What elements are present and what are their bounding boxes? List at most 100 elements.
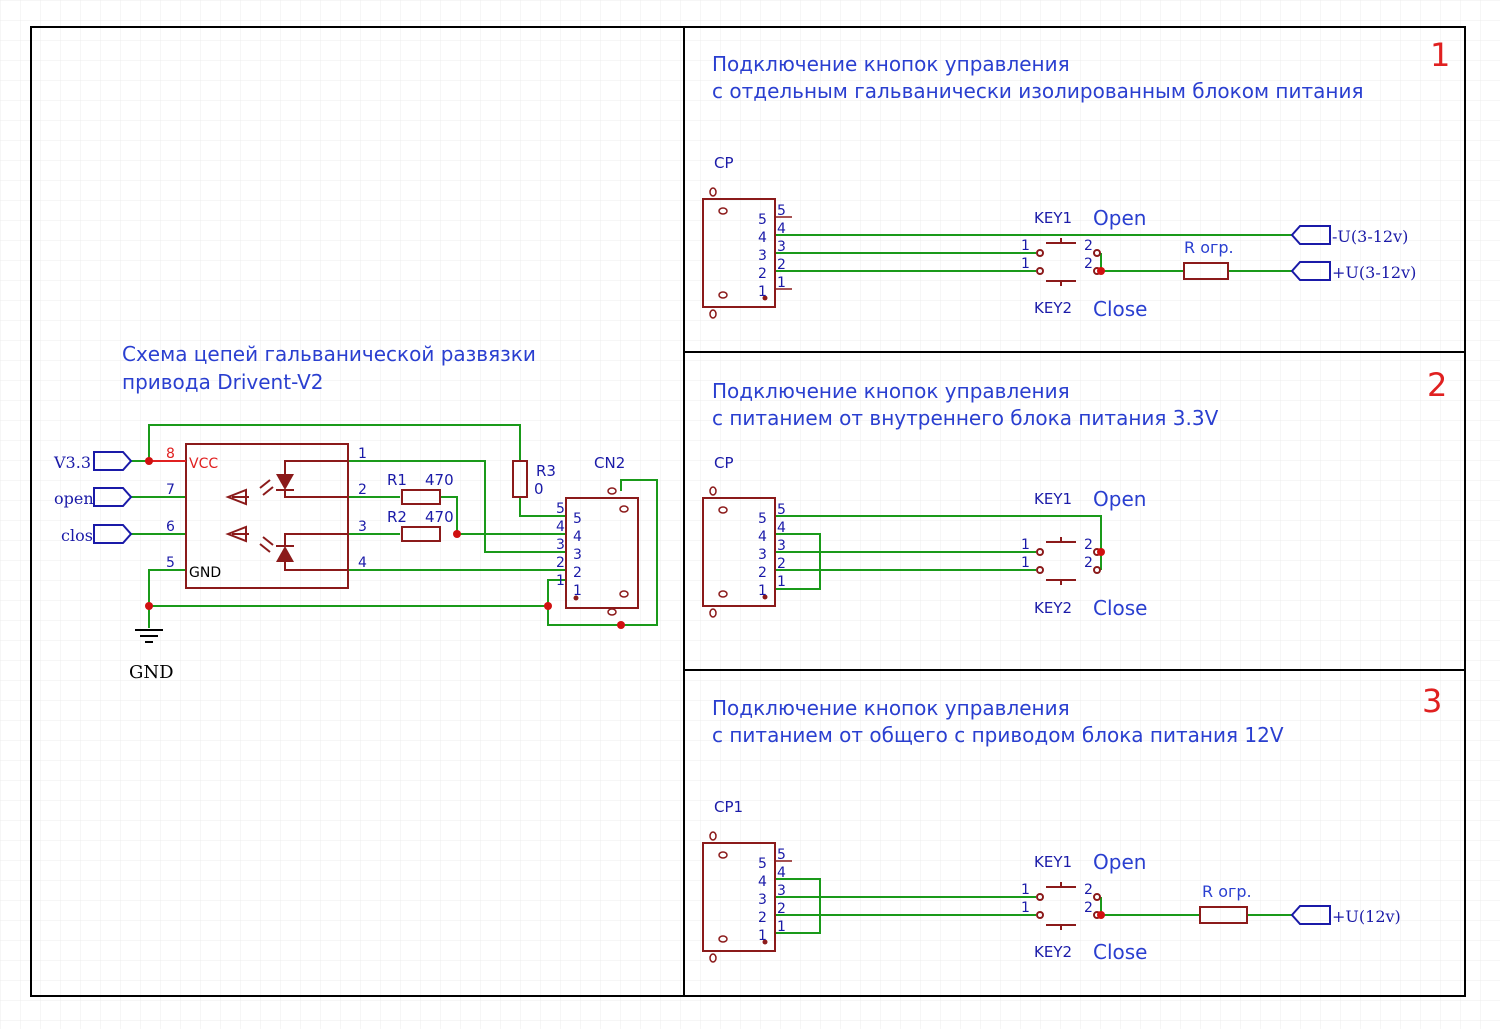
port-clos-label: clos [61, 526, 93, 545]
svg-text:4: 4 [758, 230, 767, 246]
panel-1-title-line1: Подключение кнопок управления [712, 52, 1070, 76]
panel-2-title-line2: с питанием от внутреннего блока питания … [712, 406, 1219, 430]
panel-1-close-label: Close [1093, 297, 1147, 321]
panel-3-key2-label: KEY2 [1034, 943, 1072, 961]
r2-name: R2 [387, 508, 407, 526]
svg-text:1: 1 [758, 928, 767, 944]
svg-text:4: 4 [777, 865, 786, 881]
panel-1-port-a-label: -U(3-12v) [1332, 227, 1408, 246]
svg-text:1: 1 [556, 573, 565, 589]
panel-3-connector [702, 842, 776, 952]
panel-1-connector-label: CP [714, 154, 734, 172]
svg-text:2: 2 [1084, 238, 1093, 254]
panel-3-key1-label: KEY1 [1034, 853, 1072, 871]
svg-text:1: 1 [777, 275, 786, 291]
panel-2-connector-label: CP [714, 454, 734, 472]
panel-1-number: 1 [1430, 36, 1450, 74]
panel-2-open-label: Open [1093, 487, 1146, 511]
left-title-line1: Схема цепей гальванической развязки [122, 342, 536, 366]
svg-text:3: 3 [758, 547, 767, 563]
svg-text:2: 2 [1084, 900, 1093, 916]
panel-2-key2-label: KEY2 [1034, 599, 1072, 617]
cn2-label: CN2 [594, 454, 625, 472]
panel-3-resistor [1199, 906, 1248, 924]
r2-value: 470 [425, 508, 454, 526]
r1-name: R1 [387, 471, 407, 489]
svg-text:1: 1 [777, 574, 786, 590]
panel-2: 2 Подключение кнопок управления с питани… [702, 366, 1447, 620]
panel-3-title-line2: с питанием от общего с приводом блока пи… [712, 723, 1284, 747]
opto-pin7: 7 [166, 482, 175, 498]
opto-pin1: 1 [358, 446, 367, 462]
port-v33-label: V3.3 [53, 453, 91, 472]
panel-2-key1-label: KEY1 [1034, 490, 1072, 508]
cn2-pins: 5 4 3 2 1 5 4 3 2 1 [556, 501, 582, 599]
resistor-r3 [512, 460, 528, 498]
svg-text:1: 1 [1021, 537, 1030, 553]
gnd-label: GND [129, 662, 174, 683]
panel-1-resistor-label: R огр. [1184, 238, 1234, 257]
panel-1: 1 Подключение кнопок управления с отдель… [702, 36, 1450, 321]
svg-text:2: 2 [556, 555, 565, 571]
svg-text:4: 4 [758, 529, 767, 545]
svg-text:4: 4 [556, 519, 565, 535]
opto-pin4: 4 [358, 555, 367, 571]
svg-text:5: 5 [573, 511, 582, 527]
ground-icon [135, 629, 163, 643]
panel-3-connector-label: CP1 [714, 798, 743, 816]
opto-gnd: GND [189, 565, 221, 581]
svg-text:2: 2 [573, 565, 582, 581]
frame [30, 26, 1466, 997]
panel-2-title-line1: Подключение кнопок управления [712, 379, 1070, 403]
svg-text:2: 2 [1084, 555, 1093, 571]
svg-text:5: 5 [556, 501, 565, 517]
panel-1-port-a [1290, 225, 1331, 245]
svg-text:3: 3 [573, 547, 582, 563]
panel-3-key1 [1036, 882, 1101, 901]
svg-text:5: 5 [777, 847, 786, 863]
port-clos: clos [61, 524, 133, 545]
resistor-r1 [401, 489, 441, 505]
svg-text:3: 3 [777, 883, 786, 899]
panel-1-port-b [1290, 261, 1331, 281]
panel-1-resistor [1183, 262, 1229, 280]
panel-2-connector [702, 497, 776, 607]
panel-3-number: 3 [1422, 682, 1442, 720]
svg-text:2: 2 [758, 565, 767, 581]
svg-text:3: 3 [777, 239, 786, 255]
opto-vcc: VCC [189, 456, 218, 472]
panel-1-connector [702, 198, 776, 308]
r1-value: 470 [425, 471, 454, 489]
resistor-r2 [401, 526, 441, 542]
port-open-label: open [54, 489, 94, 508]
svg-text:2: 2 [1084, 256, 1093, 272]
panel-1-key1-label: KEY1 [1034, 209, 1072, 227]
svg-text:1: 1 [1021, 882, 1030, 898]
opto-pin5: 5 [166, 555, 175, 571]
svg-text:1: 1 [777, 919, 786, 935]
left-title-line2: привода Drivent-V2 [122, 370, 324, 394]
svg-text:2: 2 [777, 556, 786, 572]
port-v33: V3.3 [53, 451, 133, 472]
svg-text:1: 1 [1021, 555, 1030, 571]
opto-pin3: 3 [358, 519, 367, 535]
svg-text:1: 1 [1021, 256, 1030, 272]
svg-text:4: 4 [758, 874, 767, 890]
panel-3-open-label: Open [1093, 850, 1146, 874]
panel-3-port-b [1290, 905, 1331, 925]
svg-text:1: 1 [1021, 238, 1030, 254]
panel-3-key2 [1036, 911, 1101, 930]
panel-3-resistor-label: R огр. [1202, 882, 1252, 901]
panel-3-title-line1: Подключение кнопок управления [712, 696, 1070, 720]
svg-text:2: 2 [777, 257, 786, 273]
svg-text:5: 5 [777, 203, 786, 219]
svg-text:4: 4 [777, 520, 786, 536]
svg-text:3: 3 [777, 538, 786, 554]
svg-text:1: 1 [1021, 900, 1030, 916]
svg-text:2: 2 [758, 910, 767, 926]
svg-text:3: 3 [758, 892, 767, 908]
svg-text:3: 3 [758, 248, 767, 264]
opto-pin8: 8 [166, 446, 175, 462]
svg-text:5: 5 [758, 856, 767, 872]
